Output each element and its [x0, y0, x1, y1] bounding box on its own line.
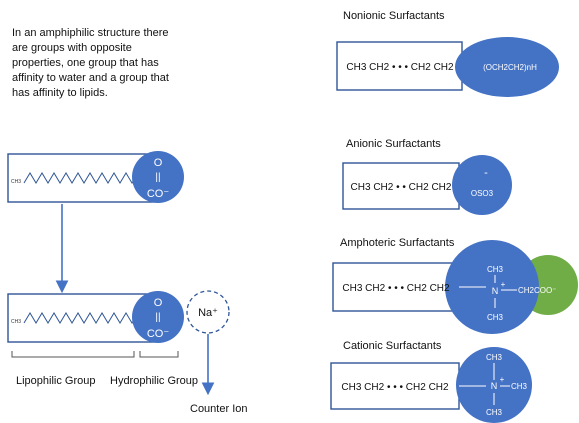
head-top-o: O: [154, 157, 163, 169]
head-circle-bottom: [132, 291, 184, 343]
counter-ion-symbol: Na⁺: [198, 307, 218, 319]
anionic-chain: CH3 CH2 • • CH2 CH2: [351, 182, 452, 193]
amphoteric-n: N: [492, 286, 499, 296]
nonionic-head: [455, 37, 559, 97]
lipophilic-bracket: [11, 351, 135, 358]
amphoteric-head: [445, 240, 539, 334]
anionic-head: [452, 155, 512, 215]
amphoteric-chain-box: [332, 262, 460, 312]
amphoteric-charge: +: [501, 280, 506, 289]
lipophilic-label: Lipophilic Group: [16, 375, 96, 387]
anionic-head-label: OSO3: [471, 189, 494, 198]
head-top-co: CO⁻: [147, 188, 170, 200]
zigzag-tail-top: [23, 172, 143, 184]
head-bottom-o: O: [154, 297, 163, 309]
counter-ion-circle: [186, 290, 230, 334]
cationic-n: N: [491, 381, 498, 391]
cationic-n-right: CH3: [511, 382, 528, 391]
head-bottom-co: CO⁻: [147, 328, 170, 340]
amphoteric-n-bottom: CH3: [487, 313, 504, 322]
amphoteric-tail-label: CH2COO⁻: [518, 286, 556, 295]
cationic-title: Cationic Surfactants: [343, 340, 442, 352]
nonionic-title: Nonionic Surfactants: [343, 10, 445, 22]
tail-label-top: CH3: [11, 179, 21, 185]
head-circle-top: [132, 151, 184, 203]
nonionic-head-label: (OCH2CH2)nH: [483, 63, 537, 72]
intro-text: In an amphiphilic structure there are gr…: [12, 27, 169, 99]
anionic-head-charge: -: [484, 167, 488, 179]
amphoteric-title: Amphoteric Surfactants: [340, 237, 455, 249]
head-bottom-bond: ||: [155, 312, 160, 323]
cationic-n-bottom: CH3: [486, 408, 503, 417]
amphoteric-chain: CH3 CH2 • • • CH2 CH2: [342, 283, 450, 294]
head-top-bond: ||: [155, 172, 160, 183]
counter-ion-label: Counter Ion: [190, 403, 248, 415]
cationic-chain-box: [330, 362, 460, 410]
hydrophilic-label: Hydrophilic Group: [110, 375, 199, 387]
tail-label-bottom: CH3: [11, 319, 21, 325]
amphoteric-n-top: CH3: [487, 265, 504, 274]
zigzag-tail-bottom: [23, 312, 143, 324]
nonionic-chain: CH3 CH2 • • • CH2 CH2: [346, 62, 454, 73]
anionic-title: Anionic Surfactants: [346, 138, 441, 150]
hydrophilic-bracket: [139, 351, 179, 358]
cationic-head: [456, 347, 532, 423]
cationic-n-top: CH3: [486, 353, 503, 362]
cationic-chain: CH3 CH2 • • • CH2 CH2: [341, 382, 449, 393]
cationic-charge: +: [500, 375, 505, 384]
